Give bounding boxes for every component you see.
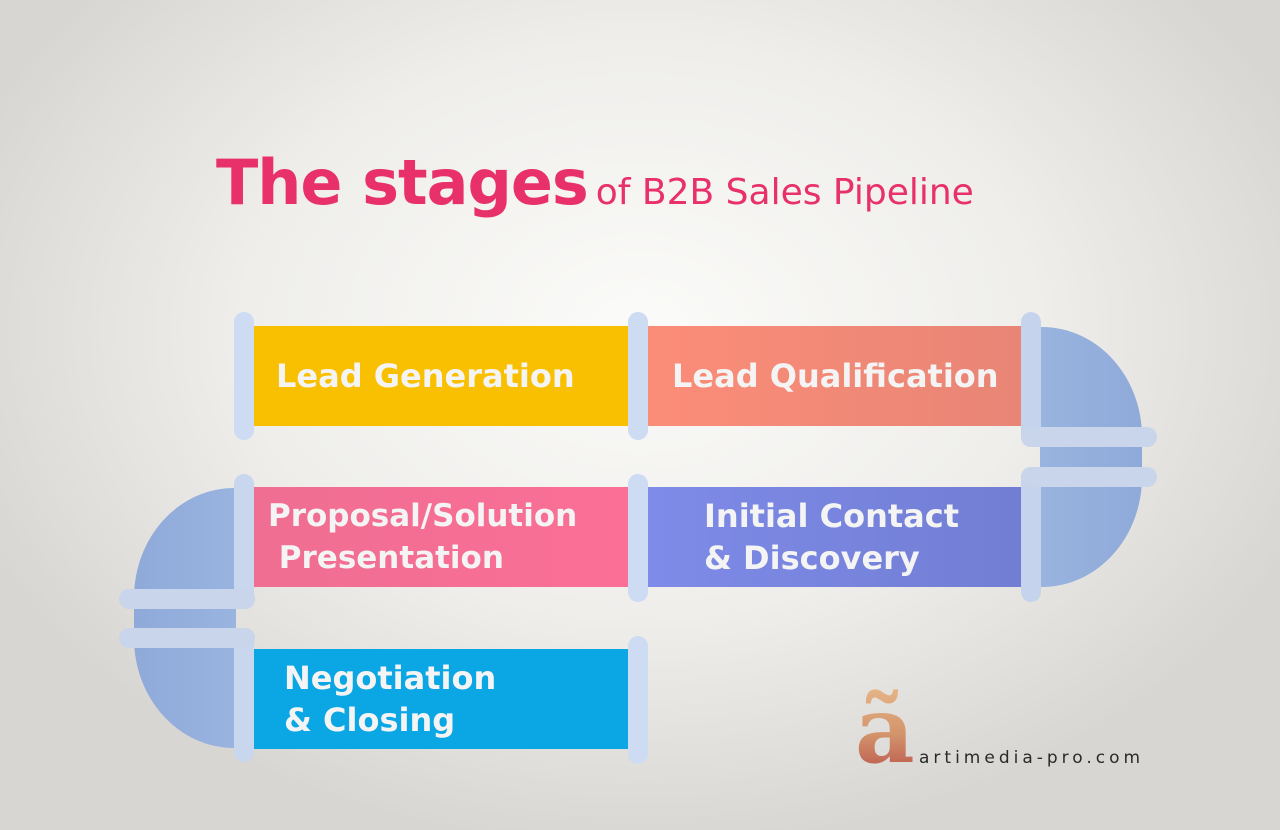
stage-label: Lead Qualification — [672, 357, 999, 395]
pipe-flange — [628, 474, 648, 602]
pipe-elbow-right — [1040, 327, 1142, 587]
title-rest: of B2B Sales Pipeline — [595, 172, 974, 213]
pipe-flange-horizontal — [1021, 467, 1157, 487]
pipe-flange — [1021, 467, 1041, 602]
pipe-elbow-left — [134, 488, 236, 748]
pipe-flange — [1021, 312, 1041, 447]
title-emphasis: The stages — [216, 146, 589, 219]
pipe-flange-horizontal — [119, 589, 255, 609]
website-label: artimedia-pro.com — [919, 748, 1145, 768]
pipe-flange — [234, 474, 254, 608]
stage-lead-generation: Lead Generation — [254, 326, 630, 426]
stage-label: Negotiation & Closing — [284, 659, 497, 739]
pipe-flange — [628, 312, 648, 440]
stage-proposal-presentation: Proposal/Solution Presentation — [254, 487, 630, 587]
stage-negotiation-closing: Negotiation & Closing — [254, 649, 630, 749]
stage-initial-contact-discovery: Initial Contact & Discovery — [648, 487, 1024, 587]
pipe-flange — [234, 628, 254, 762]
pipe-flange-horizontal — [1021, 427, 1157, 447]
stage-lead-qualification: Lead Qualification — [648, 326, 1024, 426]
stage-label: Initial Contact & Discovery — [704, 497, 960, 577]
stage-label: Lead Generation — [276, 357, 575, 395]
pipe-flange — [234, 312, 254, 440]
logo-a-icon: ã — [855, 676, 915, 784]
pipe-flange — [628, 636, 648, 764]
stage-label: Proposal/Solution Presentation — [268, 498, 578, 576]
pipe-flange-horizontal — [119, 628, 255, 648]
